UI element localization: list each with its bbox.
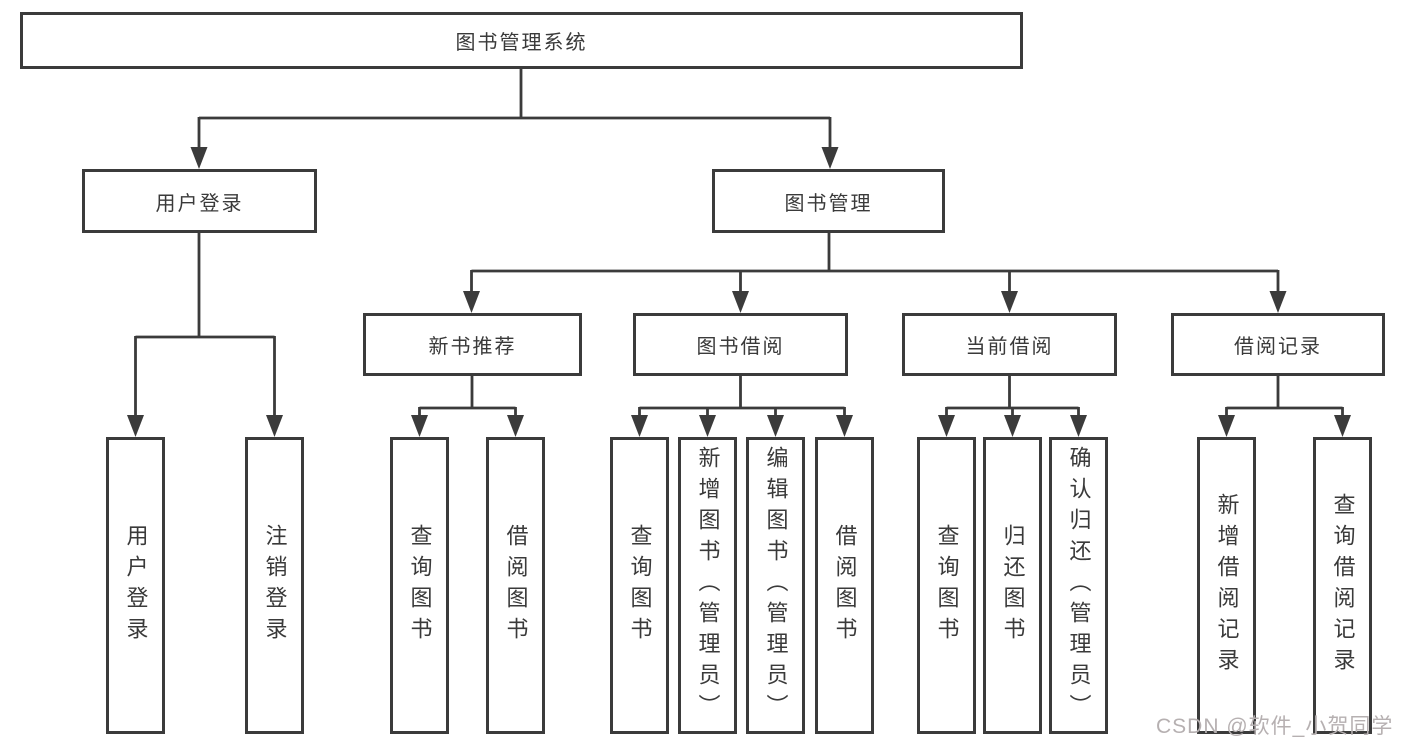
- leaf-borrow-books-label: 借阅图书: [832, 523, 858, 648]
- node-book-management: 图书管理: [712, 169, 945, 233]
- leaf-return-books-label: 归还图书: [1000, 523, 1026, 648]
- leaf-add-books-admin: 新增图书（管理员）: [678, 437, 737, 734]
- node-user-login: 用户登录: [82, 169, 317, 233]
- node-book-borrow: 图书借阅: [633, 313, 848, 376]
- leaf-query-books-borrow: 查询图书: [610, 437, 669, 734]
- leaf-borrow-books-recommend: 借阅图书: [486, 437, 545, 734]
- leaf-query-books-recommend: 查询图书: [390, 437, 449, 734]
- leaf-user-login-label: 用户登录: [123, 523, 149, 648]
- leaf-add-books-admin-label: 新增图书（管理员）: [695, 446, 721, 725]
- leaf-query-borrow-record: 查询借阅记录: [1313, 437, 1372, 734]
- leaf-query-books-current-label: 查询图书: [934, 523, 960, 648]
- leaf-logout: 注销登录: [245, 437, 304, 734]
- leaf-query-borrow-record-label: 查询借阅记录: [1330, 492, 1356, 679]
- leaf-query-books-recommend-label: 查询图书: [407, 523, 433, 648]
- node-new-book-recommend: 新书推荐: [363, 313, 582, 376]
- leaf-return-books: 归还图书: [983, 437, 1042, 734]
- leaf-borrow-books: 借阅图书: [815, 437, 874, 734]
- leaf-query-books-borrow-label: 查询图书: [627, 523, 653, 648]
- leaf-add-borrow-record-label: 新增借阅记录: [1214, 492, 1240, 679]
- arrowheads: [127, 147, 1351, 437]
- leaf-logout-label: 注销登录: [262, 523, 288, 648]
- node-library-management-system: 图书管理系统: [20, 12, 1023, 69]
- leaf-user-login: 用户登录: [106, 437, 165, 734]
- leaf-edit-books-admin-label: 编辑图书（管理员）: [763, 446, 789, 725]
- leaf-confirm-return-admin: 确认归还（管理员）: [1049, 437, 1108, 734]
- node-current-borrow: 当前借阅: [902, 313, 1117, 376]
- leaf-add-borrow-record: 新增借阅记录: [1197, 437, 1256, 734]
- leaf-borrow-books-recommend-label: 借阅图书: [503, 523, 529, 648]
- leaf-edit-books-admin: 编辑图书（管理员）: [746, 437, 805, 734]
- leaf-confirm-return-admin-label: 确认归还（管理员）: [1066, 446, 1092, 725]
- node-borrow-record: 借阅记录: [1171, 313, 1385, 376]
- csdn-watermark: CSDN @软件_小贺同学: [1156, 715, 1394, 738]
- leaf-query-books-current: 查询图书: [917, 437, 976, 734]
